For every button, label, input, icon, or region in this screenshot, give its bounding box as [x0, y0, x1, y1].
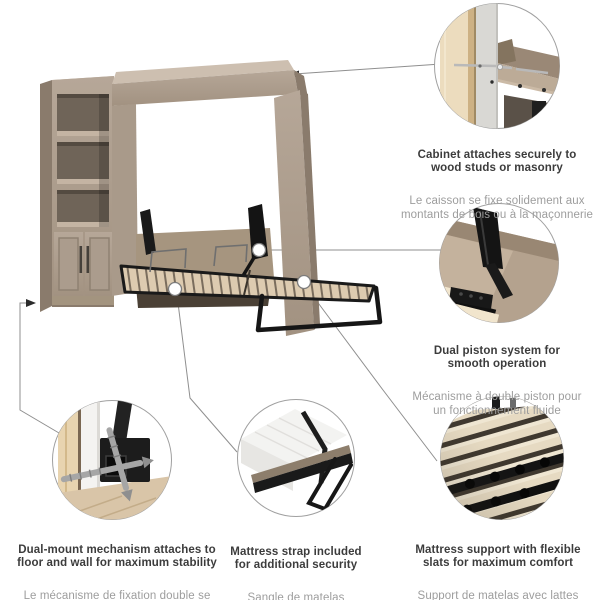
- connector-lines: [19, 63, 443, 462]
- callout-image-dual-mount: [52, 400, 172, 520]
- feature-marker-piston: [251, 242, 267, 258]
- lag-screw: [106, 427, 133, 502]
- callout-text-dual-piston: Dual piston system for smooth operation …: [397, 327, 597, 436]
- caption-fr: Sangle de matelas incluse pour une sécur…: [247, 592, 345, 600]
- bookcase: [40, 76, 114, 312]
- callout-text-mattress-strap: Mattress strap included for additional s…: [216, 528, 376, 600]
- deck-center-seam: [243, 269, 251, 296]
- caption-fr: Le caisson se fixe solidement aux montan…: [400, 195, 594, 221]
- strap-bracket: [149, 244, 248, 273]
- caption-en: Dual piston system for smooth operation: [433, 345, 561, 371]
- caption-en: Cabinet attaches securely to wood studs …: [417, 149, 577, 175]
- feature-marker-slats: [296, 274, 312, 290]
- door-handle: [86, 246, 90, 273]
- caption-en: Mattress support with flexible slats for…: [415, 544, 581, 570]
- caption-fr: Mécanisme à double piston pour un foncti…: [412, 391, 582, 417]
- caption-fr: Support de matelas avec lattes flexibles…: [417, 590, 579, 600]
- callout-text-cabinet-attachment: Cabinet attaches securely to wood studs …: [390, 131, 600, 240]
- feature-markers: [167, 242, 312, 297]
- caption-fr: Le mécanisme de fixation double se fixe …: [23, 590, 211, 600]
- door-handle: [79, 246, 83, 273]
- caption-en: Dual-mount mechanism attaches to floor a…: [17, 544, 217, 570]
- bed-deck: [119, 244, 383, 333]
- caption-en: Mattress strap included for additional s…: [230, 546, 362, 572]
- bookcase-doors: [52, 232, 114, 307]
- callout-image-cabinet-attachment: [434, 3, 560, 129]
- bookcase-shelves: [57, 94, 109, 227]
- feature-marker-strap: [167, 281, 183, 297]
- callout-text-mattress-support: Mattress support with flexible slats for…: [398, 526, 598, 600]
- bed-crossbar: [255, 285, 383, 333]
- callout-text-dual-mount: Dual-mount mechanism attaches to floor a…: [7, 526, 227, 600]
- callout-image-mattress-strap: [237, 399, 355, 517]
